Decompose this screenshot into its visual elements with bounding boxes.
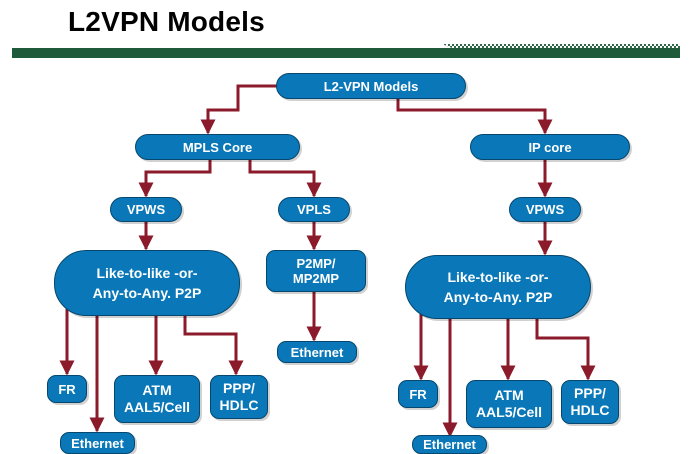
node-atm-left: ATM AAL5/Cell [114, 375, 200, 423]
node-label: FR [58, 381, 76, 397]
node-label: Ethernet [423, 437, 476, 452]
node-label-line2: Any-to-Any. P2P [443, 289, 553, 305]
node-label-line1: Like-to-like -or- [447, 269, 549, 285]
node-label-line2: HDLC [219, 397, 259, 413]
node-atm-right: ATM AAL5/Cell [466, 380, 552, 428]
node-label: Ethernet [71, 435, 124, 451]
node-vpls: VPLS [278, 197, 350, 222]
node-label: VPLS [297, 202, 331, 217]
node-fr-right: FR [398, 380, 438, 408]
node-label-line2: AAL5/Cell [123, 399, 191, 415]
node-fr-left: FR [47, 375, 87, 403]
node-vpws-right: VPWS [509, 197, 581, 222]
header-bar [12, 44, 680, 58]
node-ethernet-left: Ethernet [60, 432, 135, 454]
node-label: Ethernet [290, 344, 344, 360]
node-label: MPLS Core [182, 139, 253, 155]
node-label-line1: ATM [494, 387, 524, 403]
node-label: FR [409, 386, 427, 402]
node-ppp-right: PPP/ HDLC [561, 380, 619, 424]
node-label-line1: PPP/ [223, 380, 255, 396]
node-label: L2-VPN Models [323, 78, 419, 94]
node-like-to-like-right: Like-to-like -or- Any-to-Any. P2P [405, 255, 591, 319]
node-label-line1: P2MP/ [296, 256, 336, 271]
page-title: L2VPN Models [68, 6, 265, 37]
node-l2vpn-models: L2-VPN Models [276, 73, 466, 99]
node-label: IP core [528, 139, 572, 155]
node-label: VPWS [126, 202, 166, 217]
node-vpws-left: VPWS [110, 197, 182, 222]
node-label-line1: ATM [142, 382, 172, 398]
node-mpls-core: MPLS Core [135, 134, 300, 160]
node-ppp-left: PPP/ HDLC [210, 375, 268, 419]
node-ethernet-right: Ethernet [412, 435, 487, 454]
node-label-line1: PPP/ [574, 385, 606, 401]
node-ethernet-vpls: Ethernet [277, 341, 357, 363]
node-like-to-like-left: Like-to-like -or- Any-to-Any. P2P [54, 250, 240, 316]
node-label-line2: AAL5/Cell [475, 404, 543, 420]
node-label-line1: Like-to-like -or- [96, 265, 198, 281]
node-ip-core: IP core [470, 134, 630, 160]
node-label-line2: HDLC [570, 402, 610, 418]
node-label-line2: MP2MP [292, 271, 340, 286]
node-label: VPWS [525, 202, 565, 217]
node-p2mp: P2MP/ MP2MP [266, 250, 366, 292]
node-label-line2: Any-to-Any. P2P [92, 285, 202, 301]
